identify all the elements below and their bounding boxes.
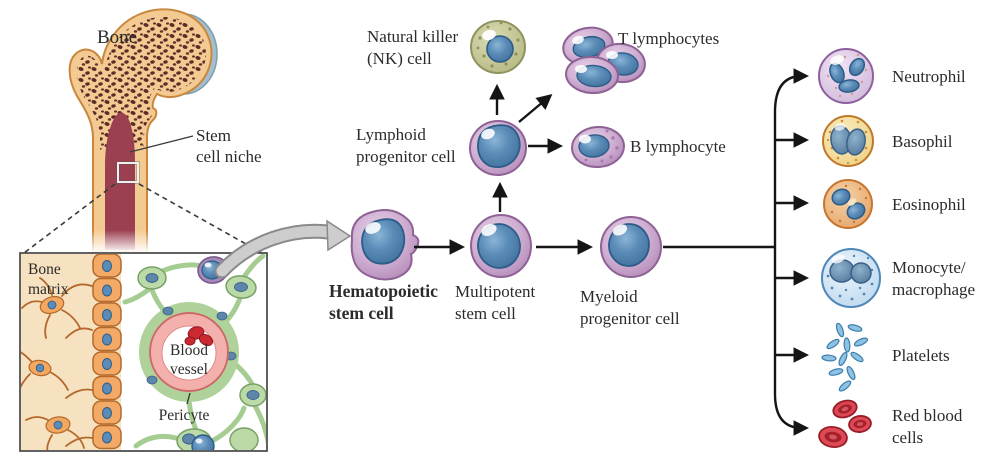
inset-bottom-blue-cell [191,434,215,450]
myeloid-cell [600,216,662,278]
zoom-arrow [214,219,352,279]
stromal-nuclei [145,273,260,445]
bone-illustration: Bone Stem cell niche [23,8,263,254]
lymphoid-label-line2: progenitor cell [356,147,456,166]
multipotent-cell [470,214,532,278]
dashed-line-right [138,183,263,254]
myeloid-bracket [663,68,810,436]
inset-border [19,252,268,452]
pericyte-pointer-line [186,392,191,405]
platelets-label: Platelets [892,346,950,365]
matrix-label-line2: matrix [28,281,69,298]
pericyte-label: Pericyte [159,407,210,424]
osteocyte-dendrites [21,277,93,450]
nk-cell [470,20,526,74]
t-lymphocytes-cluster [562,26,646,95]
rbc-icon [818,399,872,448]
vessel-label-line2: vessel [170,361,208,378]
matrix-label-line1: Bone [28,261,61,278]
platelets-icon [821,322,869,392]
monocyte-icon [821,248,881,308]
bracket-arrow-neutrophil [773,68,810,247]
hsc-label-line1: Hematopoietic [329,281,438,301]
spongy-bone [77,17,206,150]
niche-label-line2: cell niche [196,147,262,166]
monocyte-label-line1: Monocyte/ [892,258,966,277]
multipotent-label-line2: stem cell [455,304,516,323]
rbc-in-vessel [184,326,214,347]
t-cell-3 [565,55,619,95]
eosinophil-icon [823,179,873,229]
neutrophil-icon [818,48,874,104]
nk-label-line2: (NK) cell [367,49,432,68]
eosinophil-label: Eosinophil [892,195,966,214]
dashed-line-left [23,183,116,254]
rbc-label-line1: Red blood [892,406,963,425]
nk-label-line1: Natural killer [367,27,458,46]
t-label: T lymphocytes [618,29,719,48]
myeloid-label-line2: progenitor cell [580,309,680,328]
multipotent-label-line1: Multipotent [455,282,536,301]
osteoblast-column [92,254,122,450]
osteocytes [28,295,71,434]
arrow-lymphoid-to-t [518,93,553,123]
hsc-label-line2: stem cell [329,303,394,323]
bone-title: Bone [97,27,137,48]
niche-pointer-line [129,135,194,153]
rbc-label-line2: cells [892,428,923,447]
bracket-arrow-rbc [773,247,810,436]
basophil-icon [822,115,874,167]
neutrophil-label: Neutrophil [892,67,966,86]
myeloid-label-line1: Myeloid [580,287,638,306]
monocyte-label-line2: macrophage [892,280,975,299]
lymphoid-label-line1: Lymphoid [356,125,426,144]
bone-fadeout [88,230,152,253]
basophil-label: Basophil [892,132,953,151]
vessel-label-line1: Blood [170,342,208,359]
niche-square-marker [117,162,139,183]
b-lymphocyte-cell [571,125,625,169]
b-label: B lymphocyte [630,137,726,156]
niche-label-line1: Stem [196,126,231,145]
niche-inset: Blood vessel [19,252,268,452]
blood-vessel: Blood vessel [149,312,229,392]
hsc-cell [350,209,420,281]
lymphoid-cell [469,119,527,177]
stromal-cells [137,266,266,450]
